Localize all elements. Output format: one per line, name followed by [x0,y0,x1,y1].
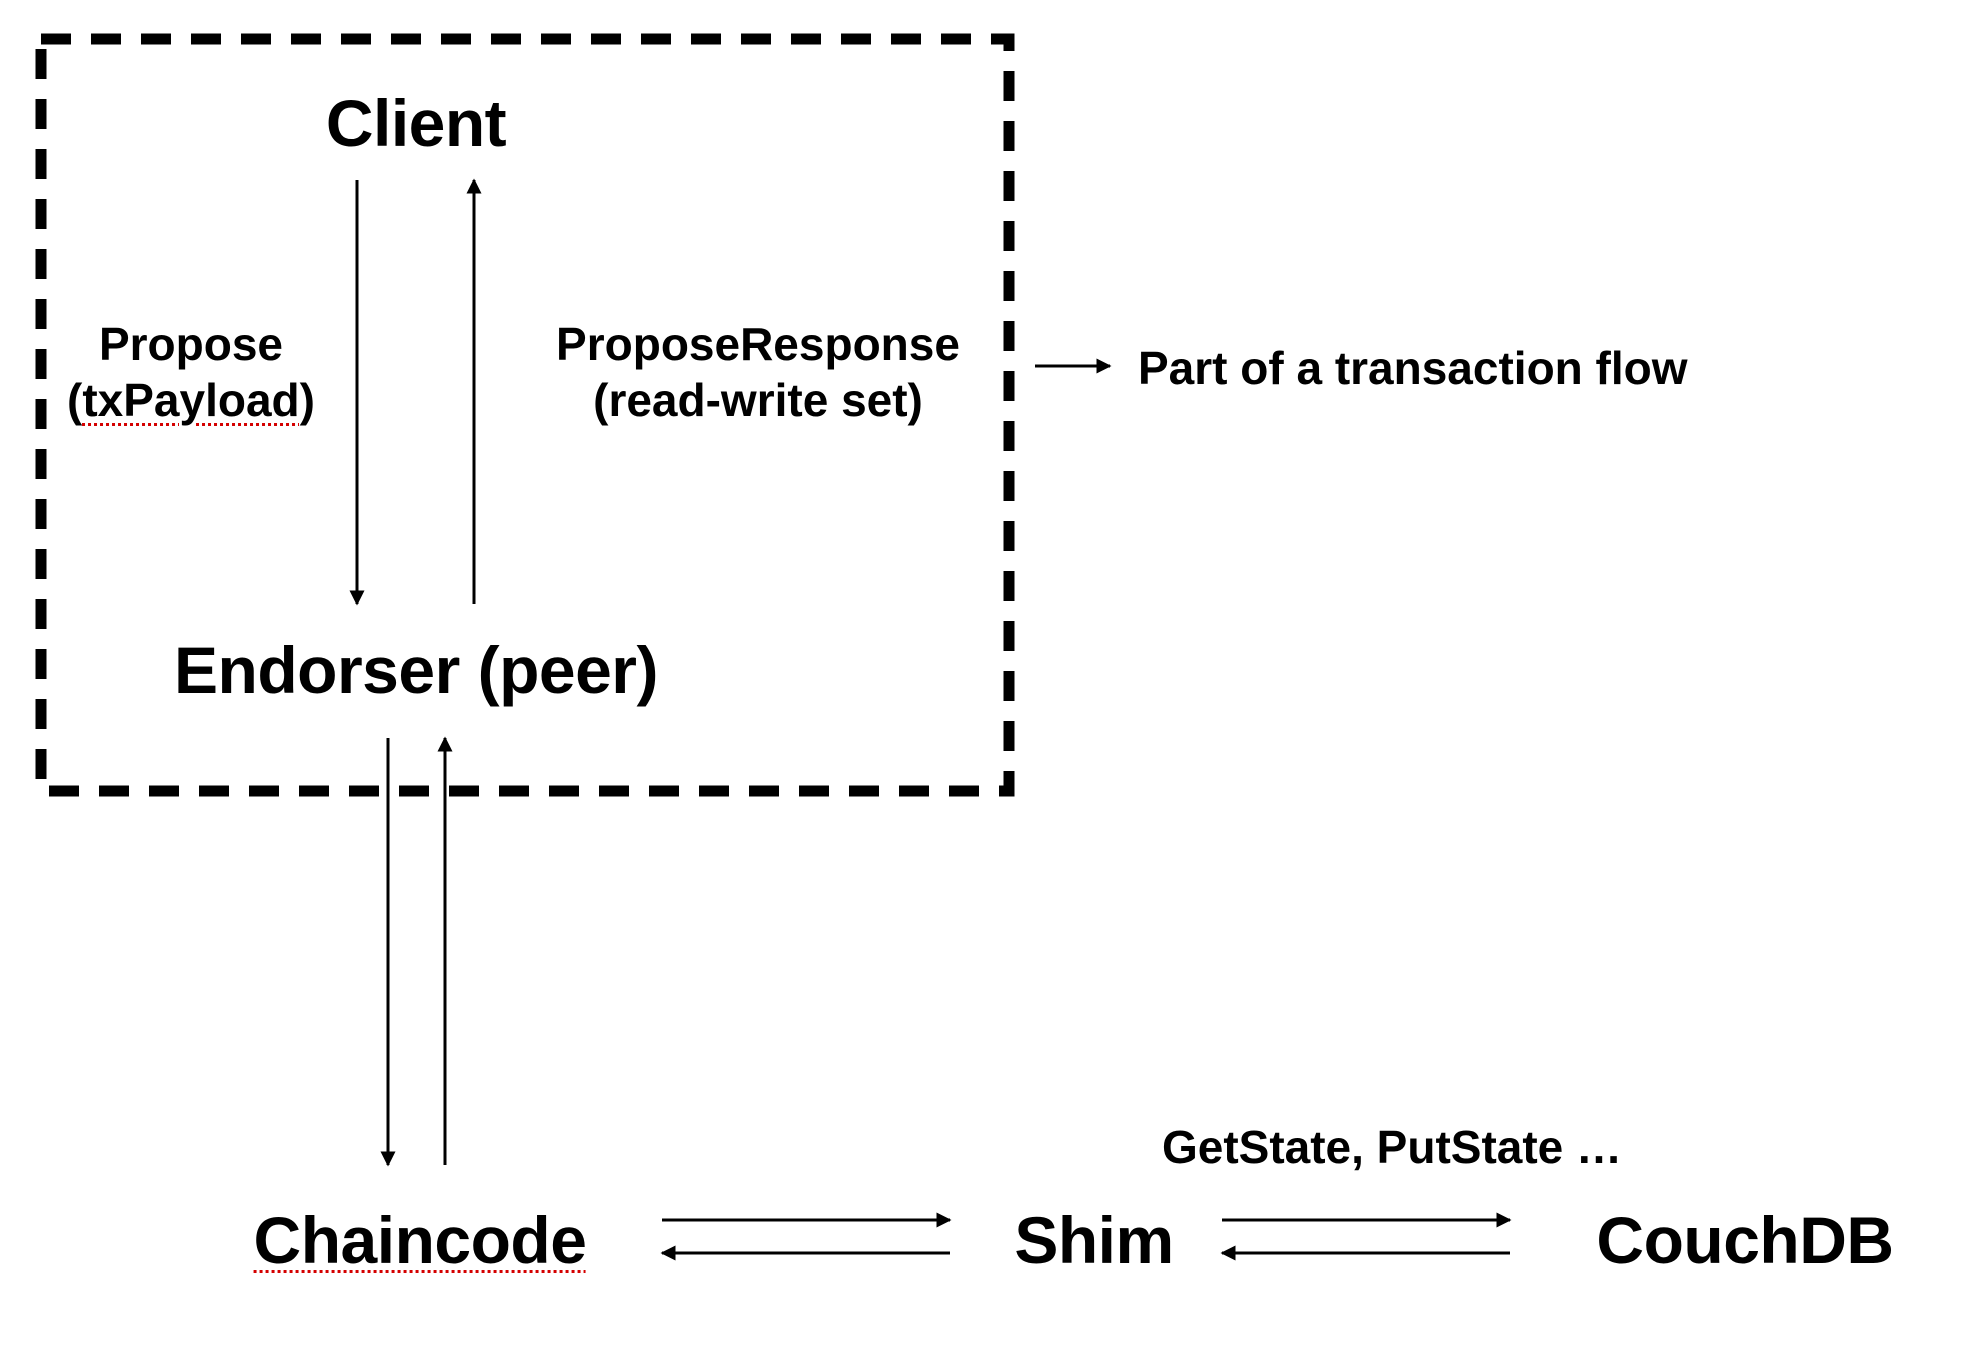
propose-response-label-line2: (read-write set) [593,374,923,427]
propose-label-open: ( [67,374,83,427]
shim-couchdb-label: GetState, PutState … [1161,1121,1623,1173]
transaction-flow-boundary [35,33,1015,797]
couchdb-node: CouchDB [1596,1203,1894,1277]
chaincode-node: Chaincode [253,1203,587,1277]
propose-label-payload: txPayload [82,374,300,427]
legend-label: Part of a transaction flow [1138,342,1688,394]
propose-label-line1: Propose [98,318,284,370]
client-node: Client [325,86,507,160]
propose-label: Propose (txPayload) [67,316,315,428]
propose-label-close: ) [299,374,315,427]
propose-response-label-line1: ProposeResponse [556,318,960,370]
propose-response-label: ProposeResponse (read-write set) [556,316,960,428]
endorser-node: Endorser (peer) [174,633,658,707]
propose-label-line2: (txPayload) [67,372,315,428]
shim-node: Shim [1014,1203,1174,1277]
